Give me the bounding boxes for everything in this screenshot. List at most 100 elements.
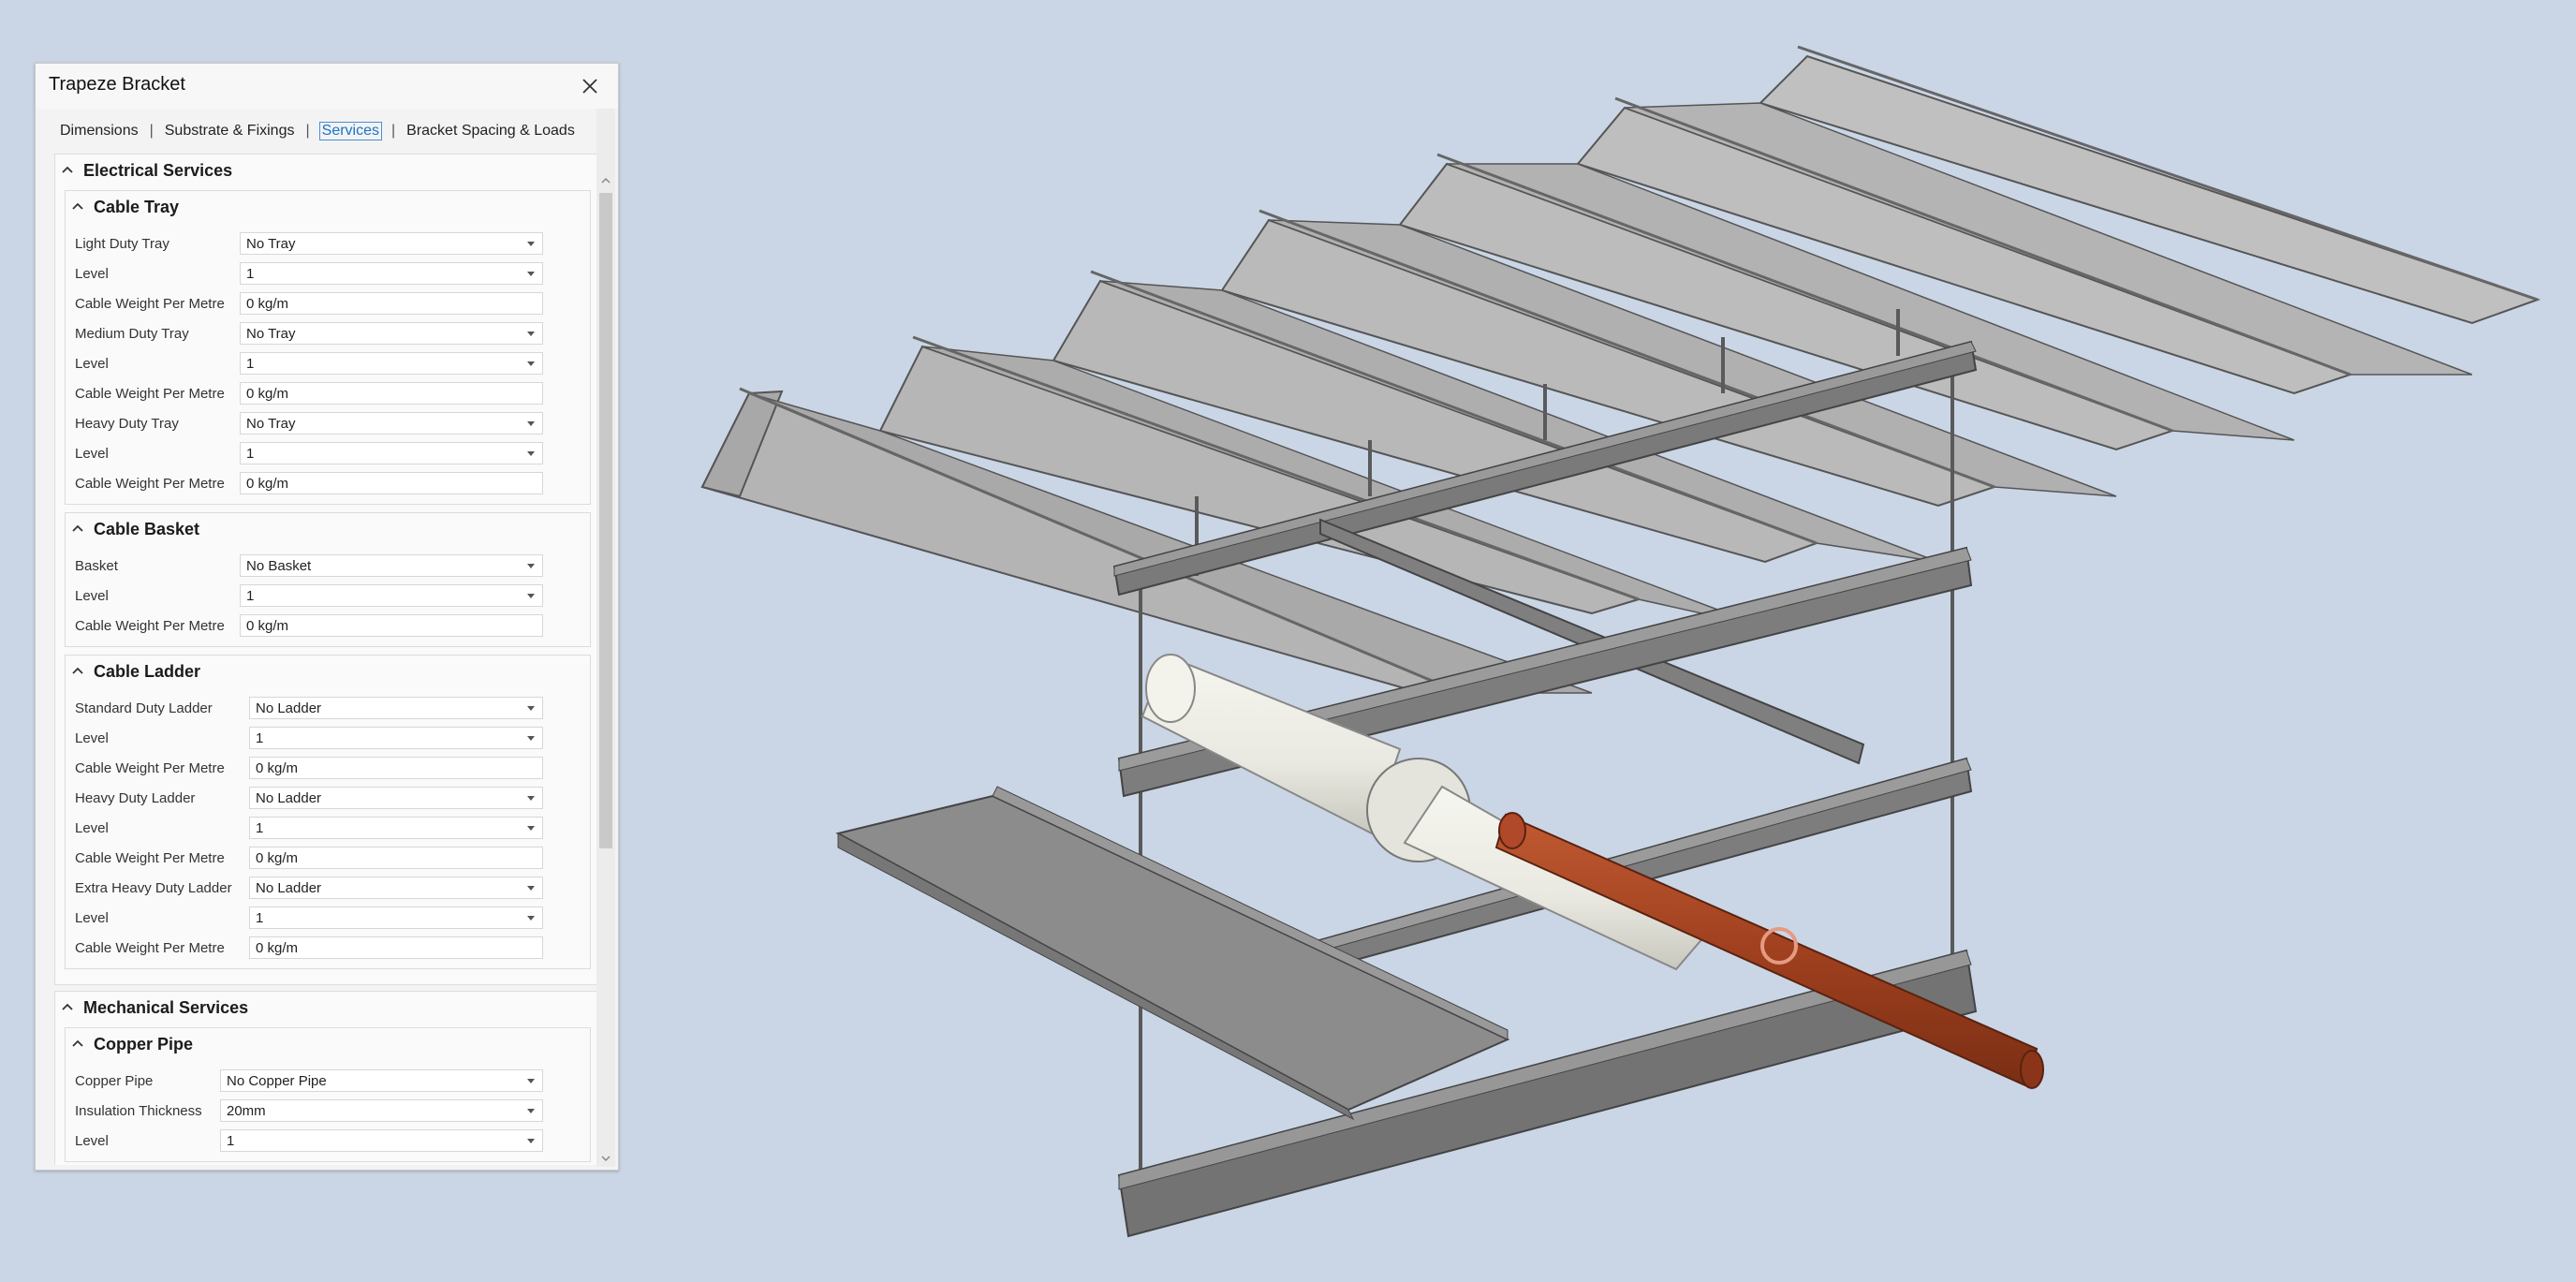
tab-separator: | — [305, 123, 310, 139]
close-icon — [582, 79, 597, 94]
dropdown-select[interactable]: 1 — [249, 727, 543, 749]
dropdown-select[interactable]: 1 — [249, 817, 543, 839]
dropdown-select[interactable]: 1 — [240, 352, 543, 375]
dropdown-caret-icon — [527, 594, 535, 598]
field-label: Level — [75, 587, 109, 604]
cable-tray-header[interactable]: Cable Tray — [66, 191, 590, 223]
dropdown-select[interactable]: 1 — [240, 262, 543, 285]
dropdown-caret-icon — [527, 1139, 535, 1143]
field-label: Copper Pipe — [75, 1072, 154, 1089]
text-field[interactable]: 0 kg/m — [240, 472, 543, 494]
field-value: 0 kg/m — [246, 295, 289, 312]
tab-services[interactable]: Services — [318, 122, 382, 140]
field-label: Level — [75, 355, 109, 372]
form-row: Cable Weight Per Metre 0 kg/m — [75, 378, 581, 408]
dropdown-select[interactable]: No Ladder — [249, 877, 543, 899]
dropdown-select[interactable]: No Tray — [240, 322, 543, 345]
scrollbar-thumb[interactable] — [599, 193, 612, 848]
dropdown-select[interactable]: No Tray — [240, 412, 543, 435]
close-button[interactable] — [573, 69, 607, 103]
field-value: 20mm — [227, 1102, 266, 1119]
cable-ladder-header[interactable]: Cable Ladder — [66, 656, 590, 687]
dropdown-caret-icon — [527, 736, 535, 741]
dropdown-select[interactable]: No Tray — [240, 232, 543, 255]
field-value: 0 kg/m — [256, 939, 299, 956]
text-field[interactable]: 0 kg/m — [240, 614, 543, 637]
tab-dimensions[interactable]: Dimensions — [60, 123, 139, 139]
dialog-tabs: Dimensions | Substrate & Fixings | Servi… — [58, 122, 577, 140]
cable-basket-header[interactable]: Cable Basket — [66, 513, 590, 545]
services-scroll-area[interactable]: Electrical Services Cable Tray Light Dut… — [54, 154, 599, 1165]
chevron-up-icon — [61, 1000, 76, 1015]
copper-pipe-title: Copper Pipe — [94, 1034, 194, 1054]
field-label: Insulation Thickness — [75, 1102, 202, 1119]
dropdown-select[interactable]: No Basket — [240, 554, 543, 577]
field-label: Level — [75, 1132, 109, 1149]
mechanical-services-header[interactable]: Mechanical Services — [55, 992, 598, 1024]
field-label: Medium Duty Tray — [75, 325, 189, 342]
dropdown-caret-icon — [527, 916, 535, 921]
form-row: Cable Weight Per Metre 0 kg/m — [75, 753, 581, 783]
field-label: Basket — [75, 557, 118, 574]
dropdown-caret-icon — [527, 272, 535, 276]
field-label: Cable Weight Per Metre — [75, 759, 225, 776]
field-value: No Tray — [246, 325, 296, 342]
field-label: Cable Weight Per Metre — [75, 385, 225, 402]
mechanical-services-section: Mechanical Services Copper Pipe Copper P… — [54, 991, 599, 1165]
field-value: 0 kg/m — [246, 475, 289, 492]
dropdown-select[interactable]: No Ladder — [249, 697, 543, 719]
text-field[interactable]: 0 kg/m — [249, 936, 543, 959]
form-row: Level 1 — [75, 348, 581, 378]
dropdown-select[interactable]: No Copper Pipe — [220, 1069, 543, 1092]
field-value: 0 kg/m — [246, 617, 289, 634]
dropdown-select[interactable]: 1 — [240, 584, 543, 607]
tab-bracket-spacing-loads[interactable]: Bracket Spacing & Loads — [406, 123, 575, 139]
mechanical-services-title: Mechanical Services — [83, 997, 249, 1017]
form-row: Level 1 — [75, 258, 581, 288]
field-label: Cable Weight Per Metre — [75, 939, 225, 956]
form-row: Level 1 — [75, 581, 581, 611]
dropdown-select[interactable]: 20mm — [220, 1099, 543, 1122]
field-label: Level — [75, 265, 109, 282]
text-field[interactable]: 0 kg/m — [240, 292, 543, 315]
field-value: No Ladder — [256, 879, 322, 896]
cable-tray-title: Cable Tray — [94, 197, 180, 216]
cable-basket-title: Cable Basket — [94, 519, 200, 538]
text-field[interactable]: 0 kg/m — [240, 382, 543, 405]
field-value: 1 — [246, 445, 255, 462]
chevron-down-icon — [601, 1156, 611, 1162]
text-field[interactable]: 0 kg/m — [249, 847, 543, 869]
tab-substrate-fixings[interactable]: Substrate & Fixings — [164, 123, 295, 139]
chevron-up-icon — [601, 177, 611, 184]
insulated-pipe — [1141, 654, 1706, 971]
dropdown-caret-icon — [527, 796, 535, 801]
dropdown-select[interactable]: No Ladder — [249, 787, 543, 809]
scroll-up-button[interactable] — [596, 172, 615, 189]
text-field[interactable]: 0 kg/m — [249, 757, 543, 779]
field-value: 1 — [246, 355, 255, 372]
dropdown-select[interactable]: 1 — [220, 1129, 543, 1152]
electrical-services-header[interactable]: Electrical Services — [55, 155, 598, 186]
form-row: Copper Pipe No Copper Pipe — [75, 1066, 581, 1096]
dropdown-select[interactable]: 1 — [249, 906, 543, 929]
field-value: No Copper Pipe — [227, 1072, 327, 1089]
form-row: Medium Duty Tray No Tray — [75, 318, 581, 348]
dropdown-select[interactable]: 1 — [240, 442, 543, 464]
copper-pipe-header[interactable]: Copper Pipe — [66, 1028, 590, 1060]
field-value: 1 — [256, 729, 264, 746]
vertical-scrollbar[interactable] — [596, 109, 615, 1167]
scroll-down-button[interactable] — [596, 1150, 615, 1167]
